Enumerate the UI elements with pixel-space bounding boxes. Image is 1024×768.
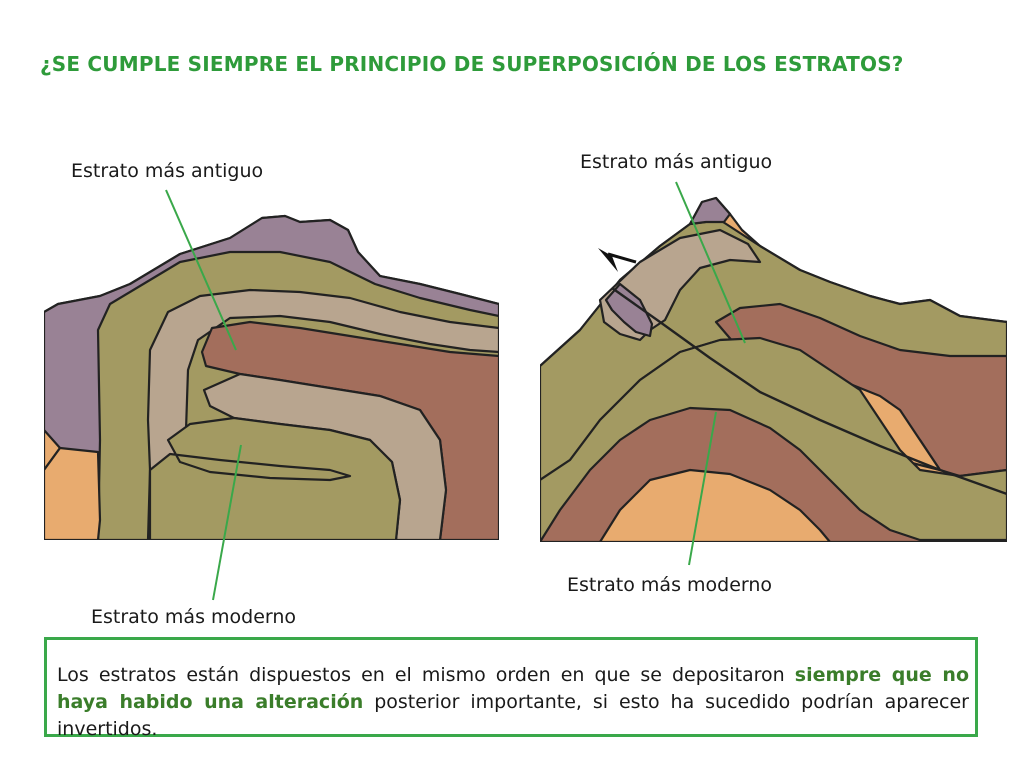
pointer-right-oldest — [675, 181, 746, 344]
left-youngest-label: Estrato más moderno — [91, 606, 297, 628]
slide-title: ¿SE CUMPLE SIEMPRE EL PRINCIPIO DE SUPER… — [40, 52, 904, 76]
pointer-left-youngest — [212, 444, 242, 601]
right-thrust-fold — [540, 196, 1007, 542]
right-youngest-label: Estrato más moderno — [567, 574, 773, 596]
explanation-part-1: Los estratos están dispuestos en el mism… — [57, 664, 795, 686]
left-olive-lower — [148, 416, 402, 540]
right-lower-orange — [598, 468, 832, 542]
pointer-lines — [165, 181, 746, 601]
explanation-highlight: siempre que no haya habido una alteració… — [57, 664, 969, 713]
right-purple-sliver — [604, 282, 654, 338]
explanation-text: Los estratos están dispuestos en el mism… — [57, 662, 969, 743]
pointer-right-youngest — [688, 411, 717, 566]
explanation-box: Los estratos están dispuestos en el mism… — [44, 637, 978, 740]
left-oldest-label: Estrato más antiguo — [71, 160, 264, 182]
right-purple-top — [688, 196, 732, 226]
pointer-left-oldest — [165, 189, 237, 351]
left-recumbent-fold — [44, 214, 499, 540]
left-orange-lower — [44, 446, 102, 540]
right-oldest-label: Estrato más antiguo — [580, 151, 773, 173]
thrust-fault-line — [611, 287, 1007, 496]
explanation-part-2: posterior importante, si esto ha sucedid… — [57, 691, 969, 740]
thrust-arrow — [598, 248, 637, 272]
